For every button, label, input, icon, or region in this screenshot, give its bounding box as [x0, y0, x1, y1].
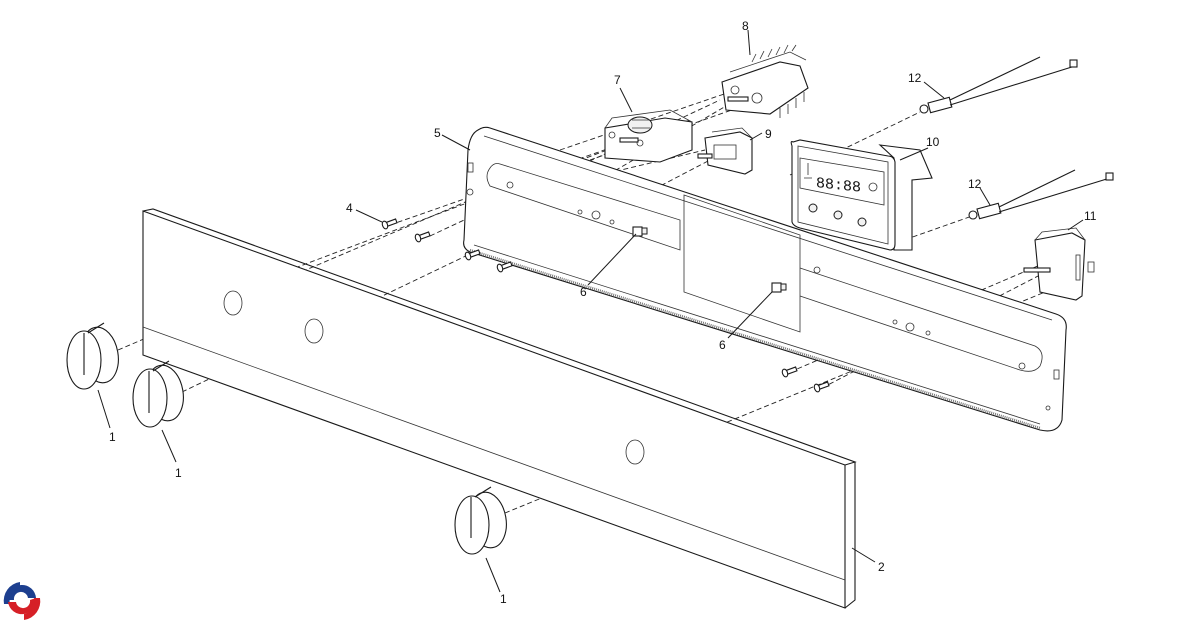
back-panel[interactable]: [463, 126, 1067, 432]
callout-front-panel: 2: [878, 560, 885, 574]
callout-screw: 4: [346, 201, 353, 215]
callout-clip-lower: 6: [719, 338, 726, 352]
callout-back-panel: 5: [434, 126, 441, 140]
callout-labels: 1 1 1 2 4 5 6 6 7 8 9 10 11 12 12: [109, 19, 1097, 606]
callout-knob-left: 1: [109, 430, 116, 444]
multi-switch[interactable]: [721, 44, 809, 118]
callout-lamp-upper: 12: [908, 71, 922, 85]
callout-selector-switch: 7: [614, 73, 621, 87]
front-panel[interactable]: [142, 208, 857, 609]
callout-small-switch: 9: [765, 127, 772, 141]
callout-lamp-lower: 12: [968, 177, 982, 191]
selector-switch[interactable]: [604, 109, 693, 163]
knob-bottom[interactable]: [454, 486, 511, 555]
knob-middle[interactable]: [132, 360, 188, 428]
callout-clip-upper: 6: [580, 285, 587, 299]
callout-multi-switch: 8: [742, 19, 749, 33]
callout-leaders: [97, 29, 1084, 593]
lamp-lower[interactable]: [968, 169, 1114, 220]
clip-lower[interactable]: [771, 282, 787, 293]
knob-left[interactable]: [66, 322, 123, 390]
clip-upper[interactable]: [632, 226, 648, 237]
brand-logo-icon: [3, 582, 41, 620]
thermostat[interactable]: [1023, 227, 1095, 301]
callout-thermostat: 11: [1084, 209, 1097, 223]
timer[interactable]: 88:88: [790, 139, 933, 251]
lamp-upper[interactable]: [919, 56, 1078, 114]
screws[interactable]: [381, 217, 830, 393]
callout-knob-bottom: 1: [500, 592, 507, 606]
callout-timer: 10: [926, 135, 940, 149]
timer-display: 88:88: [816, 174, 861, 197]
callout-knob-middle: 1: [175, 466, 182, 480]
small-switch[interactable]: [697, 127, 753, 175]
